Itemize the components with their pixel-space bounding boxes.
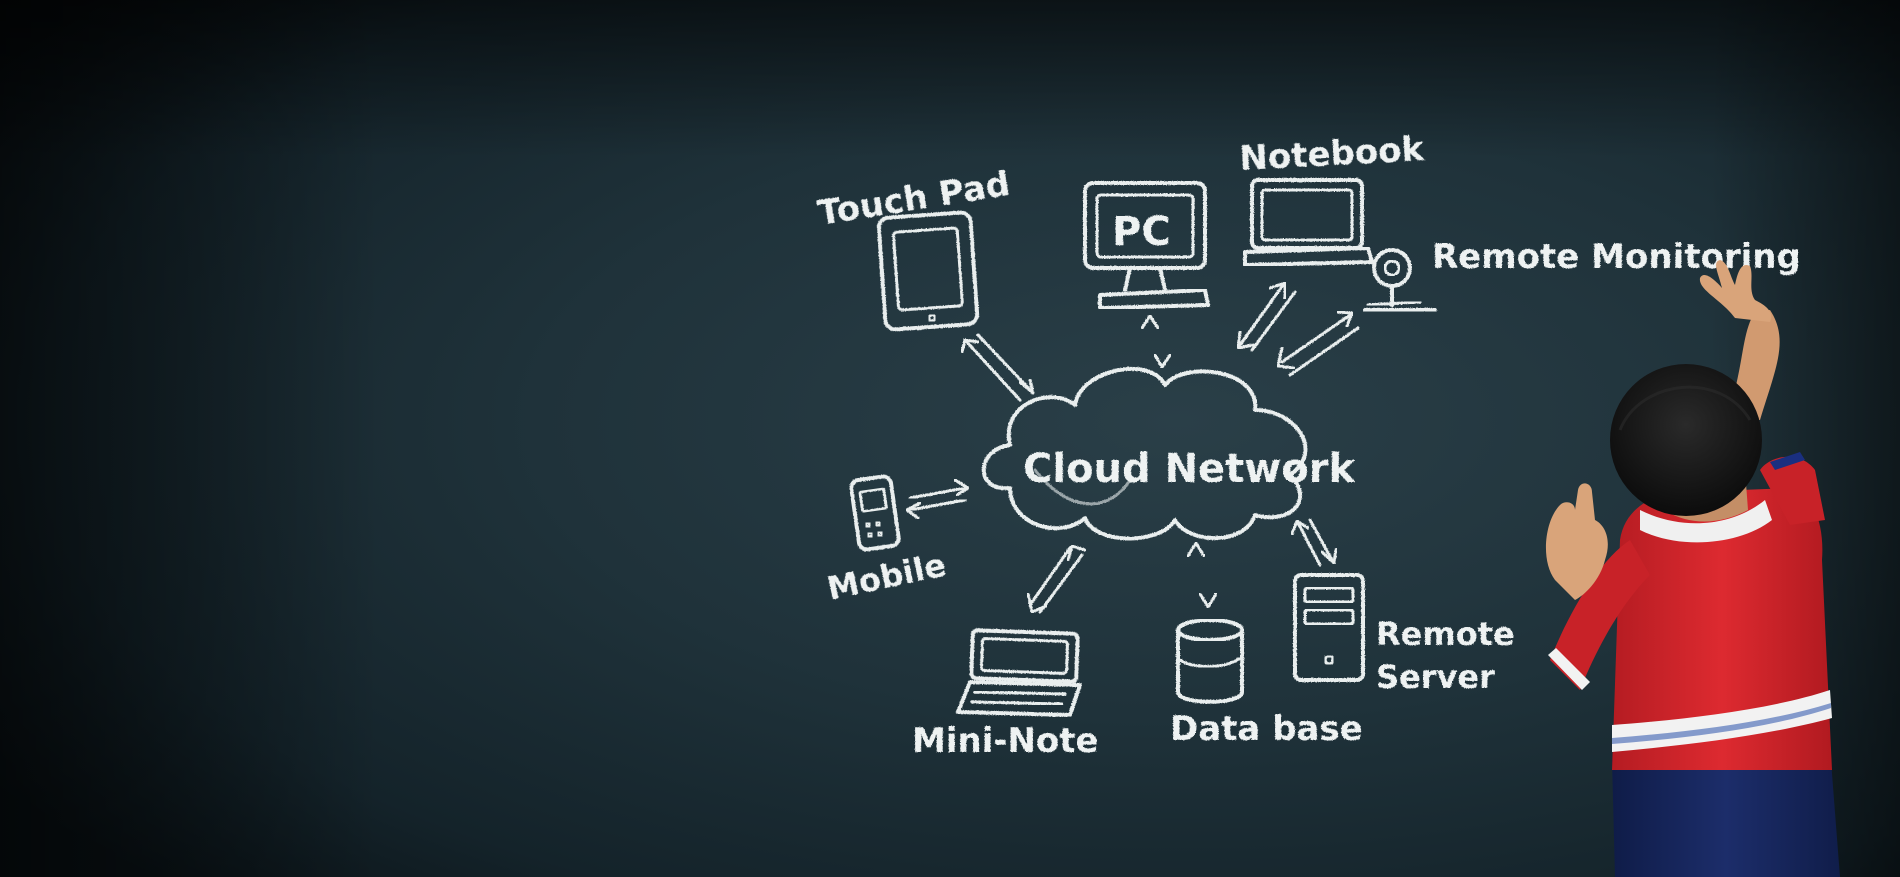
database-node: Data base [1170,541,1363,749]
remote-server-label-line1: Remote [1376,615,1515,653]
hair [1610,364,1762,516]
remote-server-label-line2: Server [1376,658,1495,696]
remote-monitoring-label: Remote Monitoring [1432,237,1801,277]
notebook-node: Notebook [1236,129,1426,352]
remote-monitoring-node: Remote Monitoring [1276,237,1801,377]
pc-label: PC [1112,209,1171,255]
shorts [1612,748,1840,877]
mini-note-label: Mini-Note [912,721,1099,761]
cloud-network-label: Cloud Network [1023,446,1356,492]
red-shirt [1612,488,1832,770]
webcam-icon [1363,248,1437,312]
mobile-phone-icon [849,474,901,552]
database-cylinder-icon [1176,618,1244,704]
mini-laptop-icon [956,628,1082,717]
monitor-icon [1083,181,1210,310]
cloud-icon [981,367,1308,541]
arrow-pair-icon [960,333,1035,402]
arrow-pair-icon [1276,310,1360,377]
remote-server-node: Remote Server [1290,518,1515,696]
white-collar [1640,500,1772,543]
arrow-pair-icon [905,478,970,520]
server-tower-icon [1293,573,1365,682]
cloud-network-hub: Cloud Network [981,367,1356,541]
database-label: Data base [1170,709,1363,749]
left-sleeve [1550,540,1650,690]
right-sleeve [1760,456,1825,525]
tablet-icon [876,210,980,332]
arrow-pair-icon [1140,314,1172,369]
arrow-pair-icon [1186,541,1218,609]
laptop-icon [1243,178,1374,267]
arrow-pair-icon [1290,518,1338,567]
arrow-pair-icon [1236,281,1297,352]
arrow-pair-icon [1026,544,1087,614]
boy-figure [1545,260,1840,877]
raised-hand [1699,260,1772,322]
mini-note-node: Mini-Note [912,544,1099,761]
left-hand [1545,483,1608,600]
notebook-label: Notebook [1238,129,1426,179]
pc-node: PC [1083,181,1210,369]
